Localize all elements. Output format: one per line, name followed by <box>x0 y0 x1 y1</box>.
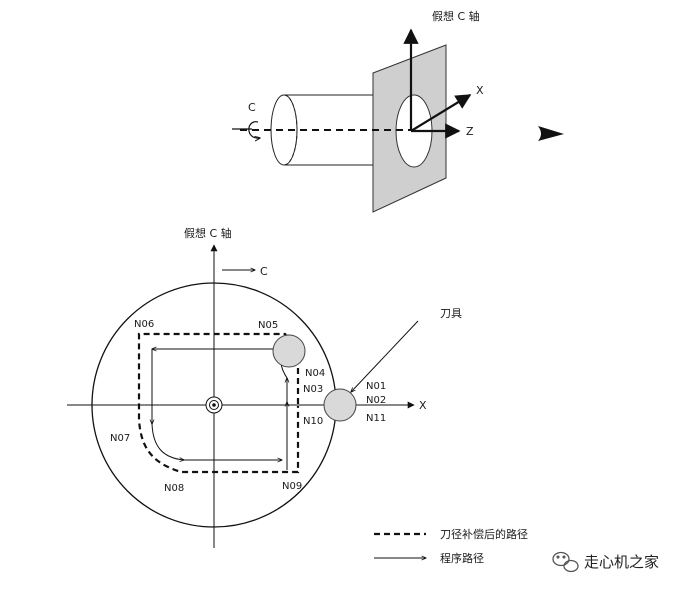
label-n04: N04 <box>305 368 325 379</box>
c-direction-label: C <box>260 265 268 278</box>
label-n08: N08 <box>164 483 184 494</box>
view-direction-arrowhead <box>538 126 564 141</box>
center-symbol <box>205 396 223 414</box>
label-n10: N10 <box>303 416 323 427</box>
tool-label: 刀具 <box>440 307 462 320</box>
program-path <box>152 345 287 470</box>
label-n03: N03 <box>303 384 323 395</box>
c-rotation-label: C <box>248 101 256 114</box>
bottom-view: 假想 C 轴 X C 刀具 N06 <box>67 226 462 548</box>
label-n09: N09 <box>282 481 302 492</box>
compensated-tool-path <box>137 332 300 474</box>
x-label-top: X <box>476 84 484 97</box>
cylinder <box>270 94 373 166</box>
legend: 刀径补偿后的路径 程序路径 <box>374 527 528 565</box>
legend-compensated-path: 刀径补偿后的路径 <box>440 527 528 541</box>
x-axis-arrow-top <box>410 94 472 132</box>
label-n07: N07 <box>110 433 130 444</box>
top-axis-title: 假想 C 轴 <box>432 9 480 23</box>
x-label-bottom: X <box>419 399 427 412</box>
watermark-text: 走心机之家 <box>584 553 659 571</box>
c-rotation-arrow <box>248 121 260 138</box>
top-view: C 假想 C 轴 X Z <box>232 9 564 213</box>
label-n06: N06 <box>134 319 154 330</box>
wechat-logo-icon <box>552 551 579 573</box>
z-label: Z <box>466 125 474 138</box>
label-n01: N01 <box>366 381 386 392</box>
label-n11: N11 <box>366 413 386 424</box>
tool-circle-n01 <box>323 388 357 422</box>
legend-program-path: 程序路径 <box>440 551 484 565</box>
tool-leader-line <box>351 320 419 392</box>
watermark: 走心机之家 <box>552 551 659 573</box>
label-n02: N02 <box>366 395 386 406</box>
label-n05: N05 <box>258 320 278 331</box>
tool-circle-n05 <box>272 334 306 368</box>
bottom-axis-title: 假想 C 轴 <box>184 226 232 240</box>
